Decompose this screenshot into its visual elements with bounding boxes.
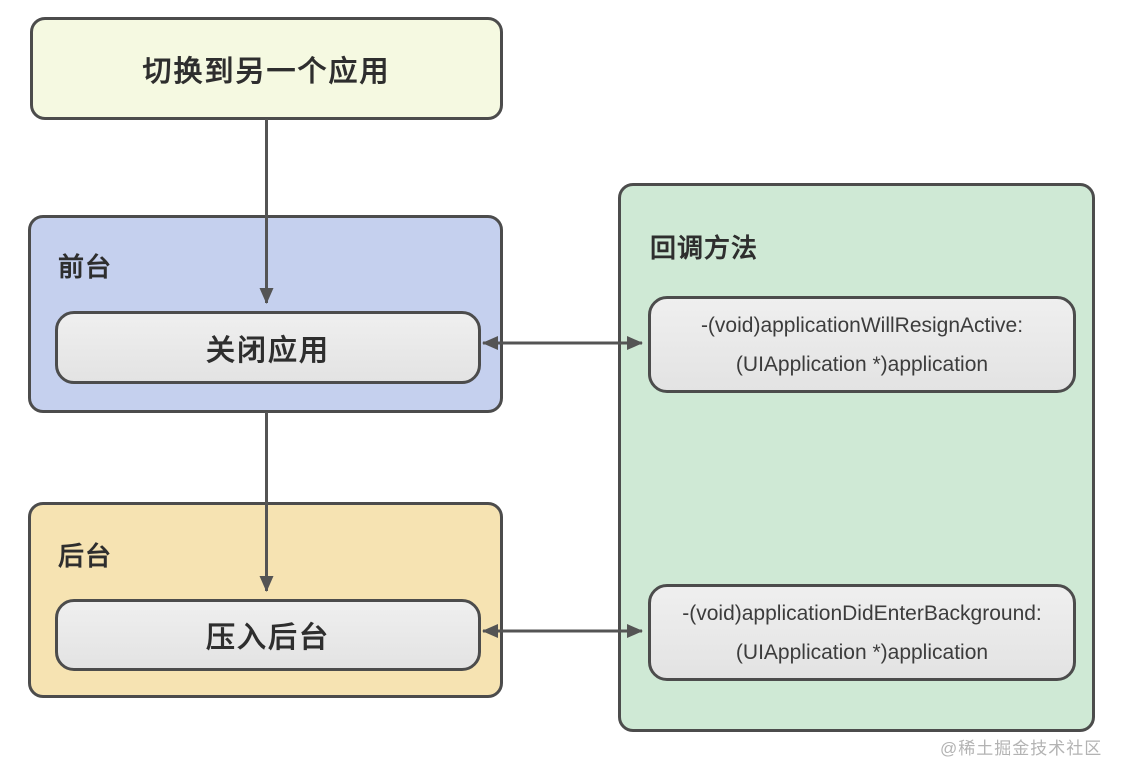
node-application-will-resign-active: -(void)applicationWillResignActive: (UIA… [648, 296, 1076, 393]
callback-will-resign-line1: -(void)applicationWillResignActive: [700, 313, 1024, 337]
callback-will-resign-line2: (UIApplication *)application [735, 352, 989, 376]
group-background: 后台 压入后台 [28, 502, 503, 698]
node-switch-app-label: 切换到另一个应用 [142, 55, 391, 88]
group-background-label: 后台 [58, 541, 113, 571]
node-application-did-enter-background: -(void)applicationDidEnterBackground: (U… [648, 584, 1076, 681]
group-callbacks-label: 回调方法 [650, 233, 759, 263]
group-foreground-label: 前台 [58, 252, 113, 282]
callback-did-enter-line1: -(void)applicationDidEnterBackground: [682, 601, 1042, 625]
callback-did-enter-line2: (UIApplication *)application [735, 640, 989, 664]
group-callbacks: 回调方法 -(void)applicationWillResignActive:… [618, 183, 1095, 732]
node-push-background: 压入后台 [55, 599, 481, 671]
group-foreground: 前台 关闭应用 [28, 215, 503, 413]
node-close-app-label: 关闭应用 [205, 334, 330, 367]
watermark: @稀土掘金技术社区 [940, 739, 1103, 758]
node-push-background-label: 压入后台 [205, 622, 330, 654]
node-switch-app: 切换到另一个应用 [30, 17, 503, 120]
node-close-app: 关闭应用 [55, 311, 481, 384]
